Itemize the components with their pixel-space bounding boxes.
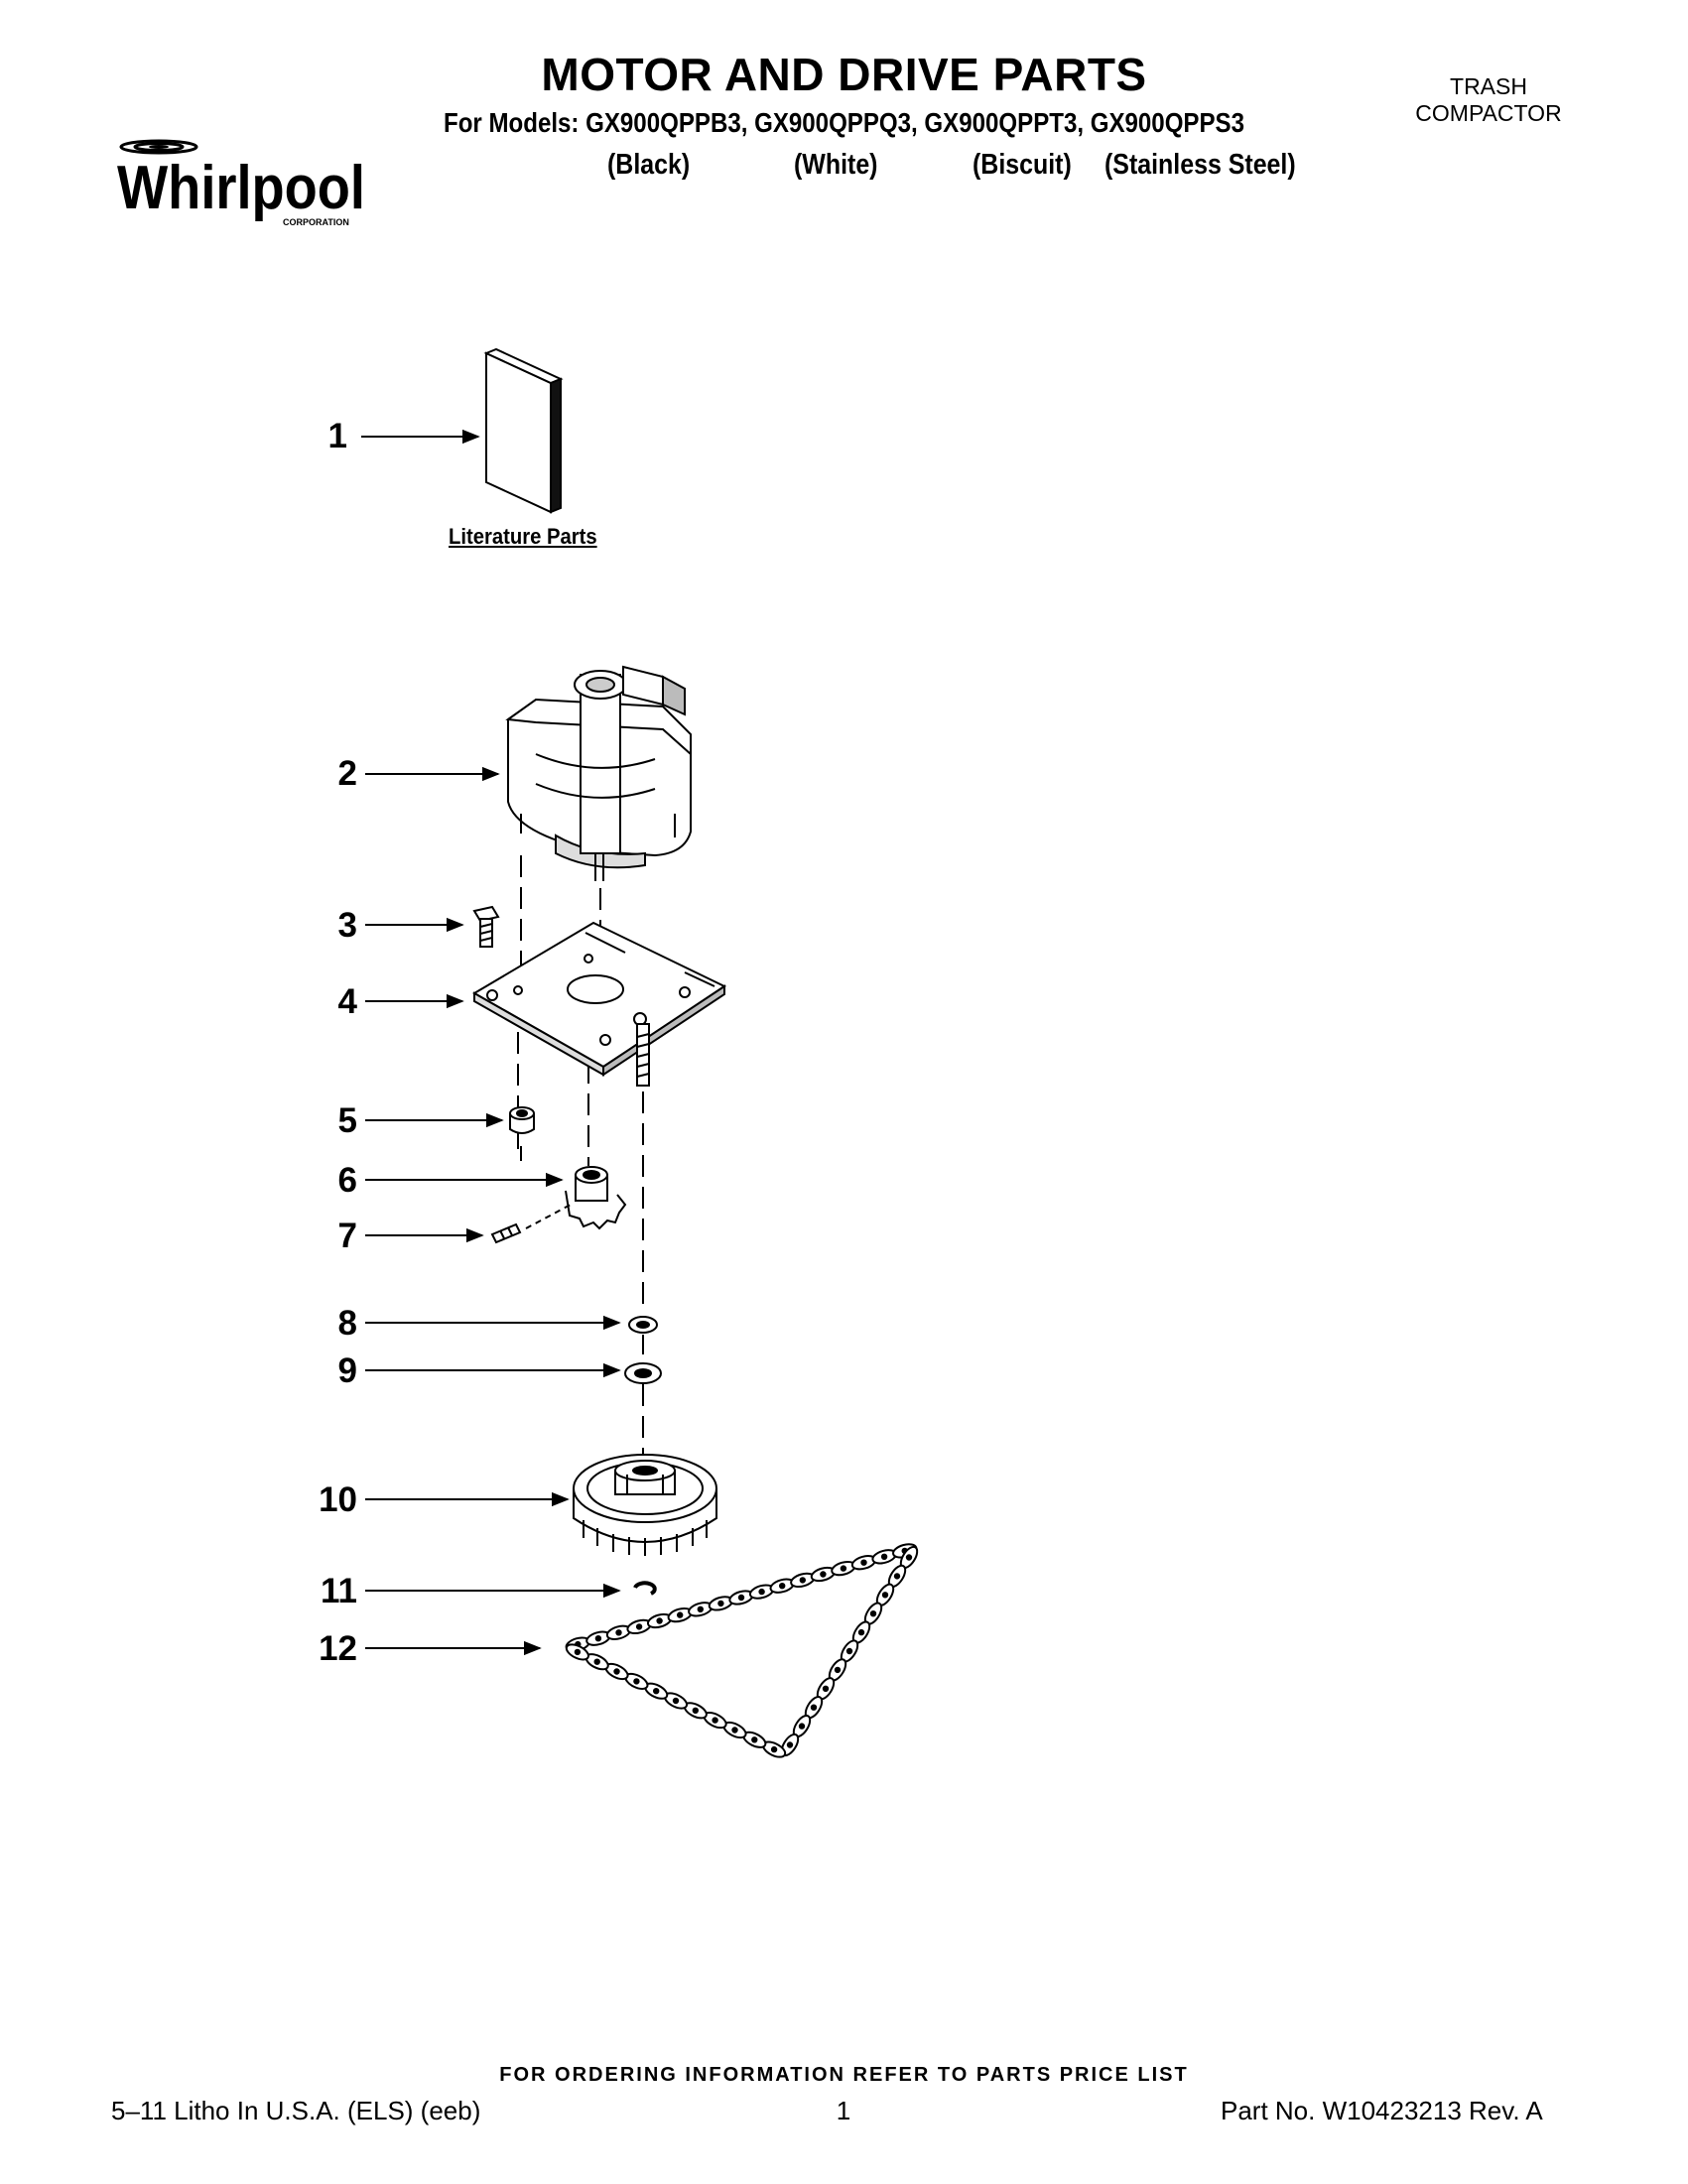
chain-pin bbox=[840, 1565, 847, 1572]
retaining-ring bbox=[633, 1581, 657, 1596]
whirlpool-logo: Whirlpool CORPORATION bbox=[117, 139, 365, 227]
color-black: (Black) bbox=[607, 149, 691, 181]
set-screw bbox=[490, 1204, 572, 1244]
chain-pin bbox=[799, 1577, 806, 1584]
chain-pin bbox=[751, 1736, 758, 1743]
chain-pin bbox=[593, 1658, 600, 1665]
color-stainless-steel: (Stainless Steel) bbox=[1104, 149, 1296, 181]
chain-pin bbox=[845, 1647, 853, 1655]
chain-pin bbox=[615, 1629, 622, 1636]
plate-stud bbox=[636, 1023, 650, 1087]
chain-pin bbox=[822, 1685, 830, 1693]
mounting-screw bbox=[472, 905, 500, 948]
chain-pin bbox=[635, 1623, 643, 1630]
chain-pin bbox=[770, 1745, 778, 1753]
chain-pin bbox=[712, 1717, 718, 1724]
chain-pin bbox=[880, 1553, 888, 1561]
chain-pin bbox=[697, 1606, 704, 1613]
motor bbox=[505, 665, 692, 881]
chain-pin bbox=[574, 1648, 582, 1656]
chain-pin bbox=[834, 1666, 842, 1674]
part-number: Part No. W10423213 Rev. A bbox=[1221, 2096, 1543, 2125]
spacer bbox=[509, 1106, 535, 1134]
chain-pin bbox=[905, 1554, 913, 1561]
chain-pin bbox=[613, 1668, 620, 1675]
chain-pin bbox=[594, 1635, 602, 1642]
callout-7: 7 bbox=[337, 1217, 357, 1255]
chain-pin bbox=[653, 1688, 660, 1695]
litho-info: 5–11 Litho In U.S.A. (ELS) (eeb) bbox=[111, 2096, 481, 2125]
chain-pin bbox=[857, 1628, 865, 1636]
literature-booklet bbox=[483, 347, 564, 514]
washer-small bbox=[628, 1316, 658, 1334]
color-white: (White) bbox=[794, 149, 878, 181]
callout-11: 11 bbox=[321, 1572, 357, 1610]
chain-pin bbox=[810, 1704, 818, 1711]
brand-subtitle: CORPORATION bbox=[283, 217, 349, 227]
chain-pin bbox=[860, 1559, 867, 1566]
callout-5: 5 bbox=[337, 1101, 357, 1140]
chain-pin bbox=[786, 1741, 794, 1748]
color-biscuit: (Biscuit) bbox=[973, 149, 1072, 181]
chain-pin bbox=[633, 1678, 640, 1685]
callout-2: 2 bbox=[337, 754, 357, 793]
motor-pinion-gear bbox=[565, 1166, 627, 1230]
brand-wordmark: Whirlpool bbox=[117, 154, 365, 222]
callout-4: 4 bbox=[337, 982, 357, 1021]
category-line-1: TRASH bbox=[1450, 73, 1527, 99]
chain-pin bbox=[758, 1588, 765, 1596]
leader-arrows bbox=[361, 429, 621, 1656]
chain-pin bbox=[737, 1594, 745, 1602]
callout-8: 8 bbox=[337, 1304, 357, 1343]
product-category: TRASH COMPACTOR bbox=[1369, 73, 1608, 127]
chain-pin bbox=[820, 1571, 827, 1578]
callout-1: 1 bbox=[327, 417, 347, 455]
chain-pin bbox=[779, 1583, 786, 1590]
category-line-2: COMPACTOR bbox=[1415, 100, 1562, 126]
chain-pin bbox=[893, 1573, 901, 1580]
drive-chain bbox=[565, 1543, 919, 1758]
callout-6: 6 bbox=[337, 1161, 357, 1200]
washer-large bbox=[624, 1362, 662, 1384]
motor-mounting-plate bbox=[472, 921, 727, 1077]
callout-9: 9 bbox=[337, 1351, 357, 1390]
chain-pin bbox=[731, 1727, 738, 1734]
callout-3: 3 bbox=[337, 906, 357, 945]
chain-pin bbox=[869, 1610, 877, 1617]
drive-sprocket-gear bbox=[573, 1454, 717, 1556]
literature-parts-label: Literature Parts bbox=[449, 524, 597, 549]
ordering-note: FOR ORDERING INFORMATION REFER TO PARTS … bbox=[499, 2064, 1189, 2086]
callout-12: 12 bbox=[319, 1629, 357, 1668]
page-number: 1 bbox=[836, 2096, 851, 2125]
chain-pin bbox=[798, 1723, 806, 1730]
chain-pin bbox=[677, 1611, 684, 1618]
chain-pin bbox=[672, 1697, 680, 1705]
chain-pin bbox=[717, 1600, 724, 1607]
chain-pin bbox=[656, 1617, 663, 1624]
page-title: MOTOR AND DRIVE PARTS bbox=[541, 49, 1147, 100]
callout-10: 10 bbox=[319, 1480, 357, 1519]
models-line: For Models: GX900QPPB3, GX900QPPQ3, GX90… bbox=[443, 107, 1245, 138]
chain-pin bbox=[881, 1592, 889, 1599]
chain-pin bbox=[692, 1707, 699, 1715]
